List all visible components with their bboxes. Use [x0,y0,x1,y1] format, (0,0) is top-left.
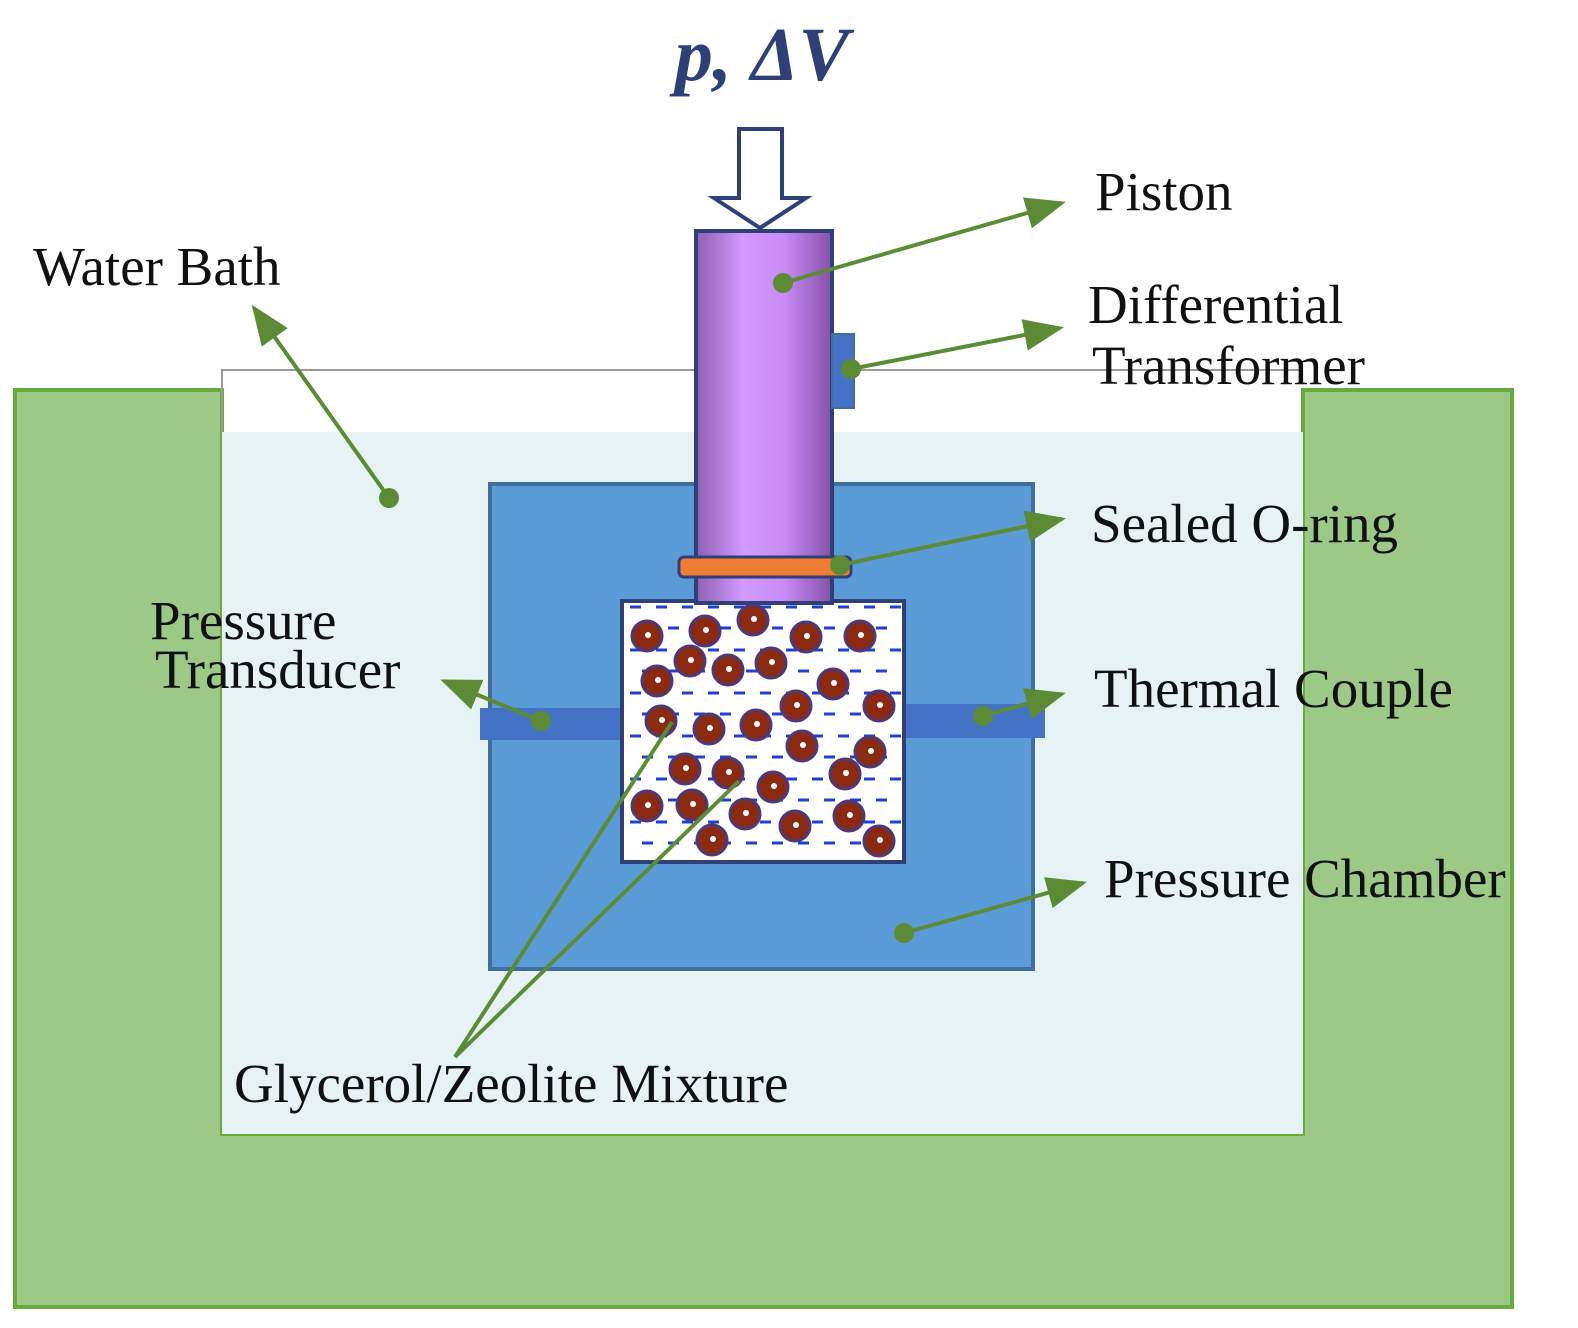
particle-highlight [868,748,874,754]
label-pressure-transducer-line2: Transducer [155,639,400,700]
leader-pressure-transducer [440,679,542,723]
particle-highlight [707,725,713,731]
particle-highlight [858,632,864,638]
particle-highlight [703,627,709,633]
piston [694,229,834,605]
particle-highlight [710,836,716,842]
leader-pressure-chamber [903,877,1087,935]
water-bath-outline [221,369,696,432]
particle-highlight [645,632,651,638]
particle-highlight [769,659,775,665]
pressure-transducer-tube [480,708,624,740]
label-pressure-transducer-line1: Pressure [150,590,336,651]
label-thermal-couple: Thermal Couple [1094,658,1453,719]
particle-highlight [771,783,777,789]
thermal-couple-tube [902,704,1045,738]
particle-highlight [726,769,732,775]
label-pressure-chamber: Pressure Chamber [1104,848,1506,909]
leader-o-ring [839,510,1066,567]
diagram-title: p, ΔV [669,13,855,97]
leader-pressure-transducer-dot [531,711,551,731]
leader-lines [251,197,1087,1059]
leader-differential-transformer [850,319,1064,371]
particle-highlight [843,770,849,776]
label-piston: Piston [1095,161,1233,222]
leader-water-bath-dot [379,488,399,508]
particle-highlight [726,666,732,672]
particle-highlight [688,657,694,663]
leader-piston [782,197,1066,285]
particle-highlight [751,616,757,622]
particle-highlight [754,721,760,727]
label-differential-transformer-line1: Differential [1088,274,1344,335]
leader-mixture-b [453,779,741,1059]
particle-highlight [645,802,651,808]
label-differential-transformer-line2: Transformer [1092,335,1365,396]
leader-thermal-couple [982,688,1066,720]
leader-differential-transformer-dot [841,359,861,379]
label-glycerol-zeolite-mixture: Glycerol/Zeolite Mixture [234,1053,788,1114]
particle-highlight [793,822,799,828]
particle-highlight [743,810,749,816]
label-water-bath: Water Bath [33,236,281,297]
particle-highlight [655,677,661,683]
leader-o-ring-dot [830,555,850,575]
zeolite-particles [630,603,896,858]
leader-mixture-a [453,720,674,1059]
particle-highlight [877,702,883,708]
leader-pressure-chamber-dot [894,923,914,943]
particle-highlight [690,801,696,807]
particle-highlight [804,633,810,639]
leader-water-bath [251,304,391,500]
particle-highlight [800,742,806,748]
particle-highlight [659,717,665,723]
down-arrow-icon [707,127,813,231]
particle-highlight [683,765,689,771]
label-sealed-o-ring: Sealed O-ring [1091,493,1398,554]
particle-highlight [831,680,837,686]
particle-highlight [794,702,800,708]
leader-thermal-couple-dot [973,706,993,726]
particle-highlight [877,837,883,843]
leader-piston-dot [773,273,793,293]
sealed-o-ring [677,555,853,579]
particle-highlight [847,812,853,818]
